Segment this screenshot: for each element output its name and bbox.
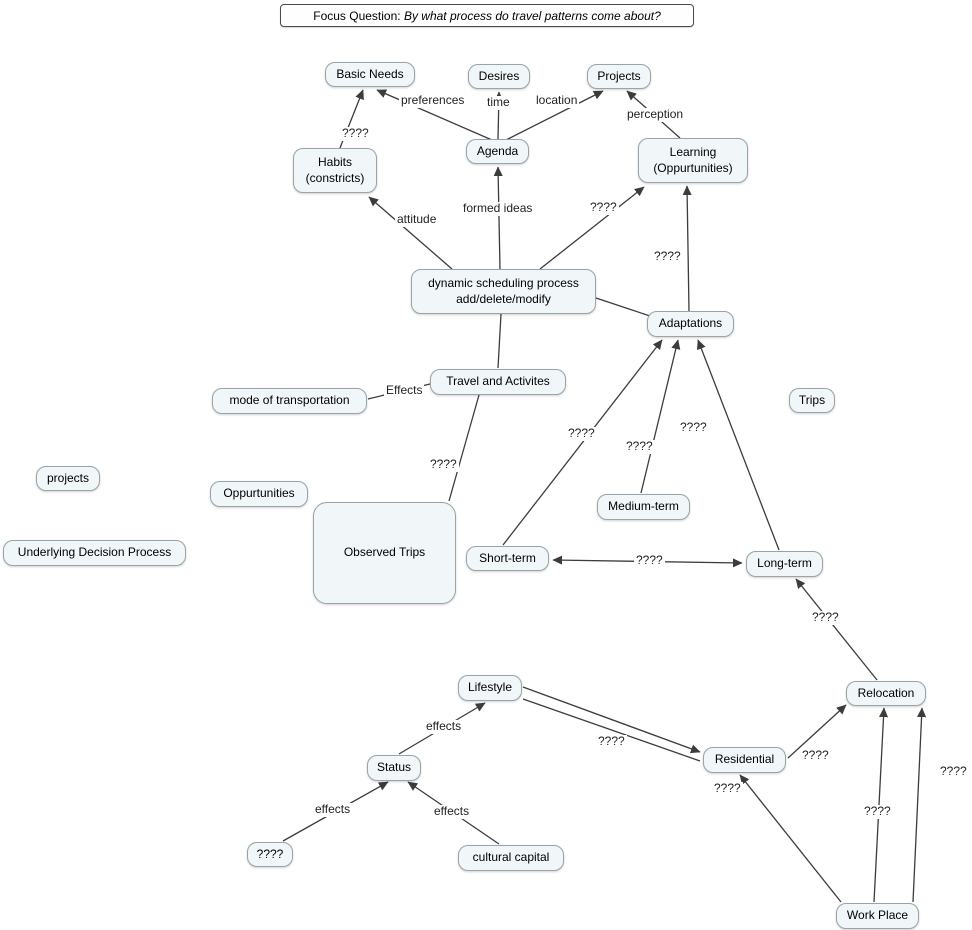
edge-line-lifestyle-to-residential	[522, 698, 701, 762]
edge-line-dynamic-scheduling-to-habits	[368, 196, 453, 270]
node-label: Underlying Decision Process	[17, 545, 172, 560]
edge-label[interactable]: ????	[634, 553, 665, 568]
node-observed-trips[interactable]: Observed Trips	[313, 502, 456, 604]
edge-label[interactable]: ????	[862, 804, 893, 819]
edge-label[interactable]: effects	[424, 719, 464, 734]
node-label: (constricts)	[305, 170, 365, 185]
node-label: dynamic scheduling process	[428, 275, 579, 290]
edge-label[interactable]: ????	[566, 426, 597, 441]
node-mode-of-transportation[interactable]: mode of transportation	[212, 388, 367, 414]
edge-line-relocation-to-long-term	[795, 578, 878, 681]
node-status[interactable]: Status	[367, 755, 421, 781]
node-trips[interactable]: Trips	[789, 388, 835, 413]
edge-label[interactable]: ????	[596, 734, 627, 749]
edge-line-medium-term-to-adaptations	[640, 339, 681, 494]
node-label: Desires	[478, 68, 520, 83]
node-label: Observed Trips	[343, 545, 426, 560]
edge-label[interactable]: preferences	[399, 93, 467, 108]
node-label: Learning	[669, 144, 717, 159]
node-label: Adaptations	[658, 316, 723, 331]
node-projects[interactable]: Projects	[587, 64, 651, 89]
edge-label[interactable]: ????	[938, 764, 969, 779]
node-unknown-factor[interactable]: ????	[247, 842, 293, 867]
node-adaptations[interactable]: Adaptations	[647, 311, 734, 337]
edge-line-work-place-to-relocation	[912, 707, 927, 903]
edge-line-work-place-to-residential	[739, 774, 842, 903]
node-label: cultural capital	[472, 850, 550, 865]
node-long-term[interactable]: Long-term	[746, 551, 823, 577]
node-label: projects	[46, 470, 90, 485]
node-label: Relocation	[857, 685, 915, 700]
node-label: Habits	[317, 154, 352, 169]
node-label: Trips	[798, 392, 826, 407]
node-desires[interactable]: Desires	[468, 64, 530, 89]
node-travel-and-activites[interactable]: Travel and Activites	[430, 369, 566, 395]
edge-label[interactable]: location	[534, 93, 580, 108]
node-label: Lifestyle	[467, 680, 513, 695]
edge-label[interactable]: ????	[800, 748, 831, 763]
node-label: (Oppurtunities)	[653, 160, 733, 175]
node-label: mode of transportation	[229, 393, 350, 408]
edge-label[interactable]: ????	[810, 610, 841, 625]
focus-question-text: By what process do travel patterns come …	[403, 8, 661, 23]
node-short-term[interactable]: Short-term	[466, 546, 549, 571]
edge-label[interactable]: formed ideas	[461, 201, 535, 216]
edge-label[interactable]: effects	[313, 802, 353, 817]
edge-label[interactable]: time	[485, 95, 512, 110]
node-label: Basic Needs	[336, 66, 404, 81]
node-oppurtunities[interactable]: Oppurtunities	[210, 481, 308, 507]
edge-label[interactable]: Effects	[384, 383, 425, 398]
node-label: Work Place	[846, 908, 909, 923]
node-label: ????	[256, 846, 284, 861]
edge-label[interactable]: ????	[624, 439, 655, 454]
node-label: Travel and Activites	[446, 374, 550, 389]
node-label: Short-term	[479, 550, 536, 565]
node-work-place[interactable]: Work Place	[836, 903, 919, 929]
node-label: add/delete/modify	[456, 291, 551, 306]
edge-label[interactable]: attitude	[395, 212, 439, 227]
node-label: Oppurtunities	[223, 486, 295, 501]
edge-line-long-term-to-adaptations	[697, 339, 780, 551]
node-projects-2[interactable]: projects	[36, 466, 100, 491]
focus-question-box[interactable]: Focus Question: By what process do trave…	[280, 4, 694, 27]
edge-line-dynamic-scheduling-to-adaptations	[595, 297, 654, 318]
node-label: Residential	[714, 752, 775, 767]
edge-line-adaptations-to-learning	[682, 185, 692, 312]
edge-label[interactable]: ????	[340, 126, 371, 141]
node-label: Long-term	[757, 556, 812, 571]
edge-label[interactable]: ????	[652, 249, 683, 264]
node-label: Medium-term	[608, 499, 679, 514]
node-underlying-decision-process[interactable]: Underlying Decision Process	[3, 540, 186, 566]
node-medium-term[interactable]: Medium-term	[597, 494, 690, 520]
edge-line-dynamic-scheduling-to-agenda	[493, 166, 503, 270]
edge-label[interactable]: ????	[588, 200, 619, 215]
node-label: Agenda	[476, 143, 519, 158]
edge-line-travel-and-activites-to-observed-trips	[448, 394, 480, 502]
node-residential[interactable]: Residential	[703, 747, 786, 773]
node-cultural-capital[interactable]: cultural capital	[458, 845, 564, 871]
node-habits[interactable]: Habits(constricts)	[293, 148, 377, 193]
node-lifestyle[interactable]: Lifestyle	[458, 675, 522, 701]
node-label: Status	[376, 760, 412, 775]
edge-label[interactable]: perception	[625, 107, 686, 122]
node-basic-needs[interactable]: Basic Needs	[325, 62, 415, 87]
node-label: Projects	[597, 68, 641, 83]
edge-label[interactable]: ????	[712, 781, 743, 796]
focus-question-prefix: Focus Question:	[313, 8, 404, 23]
node-agenda[interactable]: Agenda	[466, 139, 529, 164]
edge-line-dynamic-scheduling-to-travel-and-activites	[497, 313, 502, 369]
edge-label[interactable]: ????	[678, 420, 709, 435]
node-relocation[interactable]: Relocation	[846, 681, 926, 706]
node-learning[interactable]: Learning(Oppurtunities)	[638, 138, 748, 183]
edge-label[interactable]: ????	[428, 457, 459, 472]
edge-label[interactable]: effects	[432, 804, 472, 819]
